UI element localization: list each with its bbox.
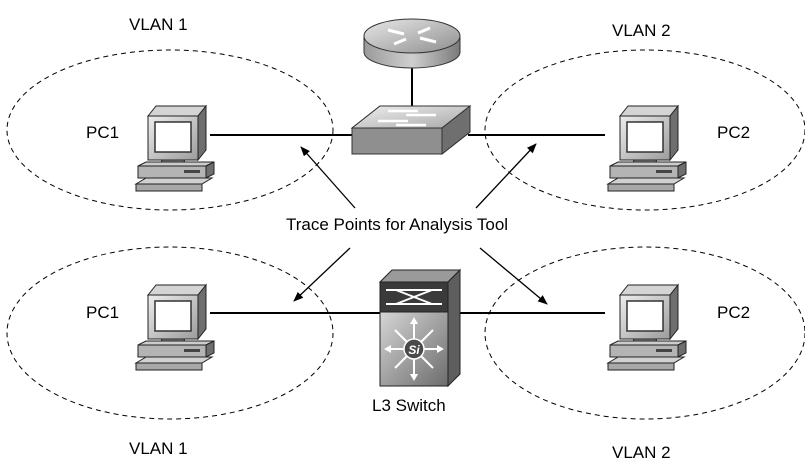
computer-icon-top-right xyxy=(607,105,687,192)
router-icon xyxy=(363,18,461,69)
computer-icon-bottom-left xyxy=(135,284,215,371)
vlan-zone-top-right xyxy=(484,49,805,211)
trace-points-label: Trace Points for Analysis Tool xyxy=(282,216,513,233)
layer3-switch-icon: Si xyxy=(378,268,462,388)
trace-arrow-bottom-left xyxy=(293,247,351,302)
pc-label-top-left: PC1 xyxy=(86,123,120,142)
vlan-label-top-right: VLAN 2 xyxy=(612,21,671,40)
computer-icon-bottom-right xyxy=(607,284,687,371)
pc-label-bottom-right: PC2 xyxy=(717,303,751,322)
l3-switch-label: L3 Switch xyxy=(372,396,446,415)
trace-arrow-top-left xyxy=(300,146,356,209)
si-badge: Si xyxy=(408,343,420,357)
vlan-zone-top-left xyxy=(6,49,334,211)
pc-label-top-right: PC2 xyxy=(717,123,751,142)
pc-label-bottom-left: PC1 xyxy=(86,303,120,322)
vlan-label-top-left: VLAN 1 xyxy=(129,15,188,34)
computer-icon-top-left xyxy=(135,105,215,192)
switch-icon xyxy=(350,104,472,156)
vlan-zone-bottom-left xyxy=(6,246,334,420)
vlan-label-bottom-right: VLAN 2 xyxy=(612,443,671,462)
trace-arrow-top-right xyxy=(475,143,537,209)
vlan-label-bottom-left: VLAN 1 xyxy=(129,439,188,458)
trace-arrow-bottom-right xyxy=(479,247,548,305)
